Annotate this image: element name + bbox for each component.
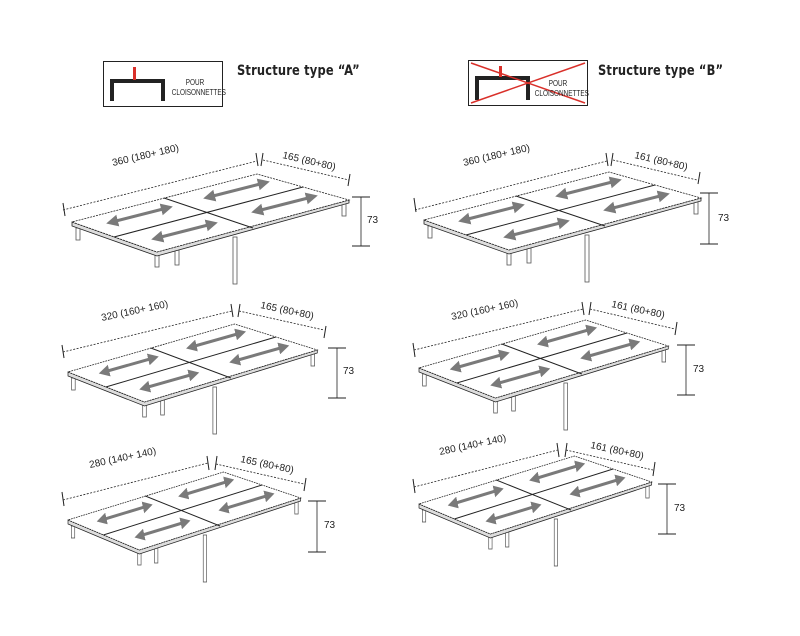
legend-a-caption: POUR CLOISONNETTES [171,78,226,98]
depth-label: 161 (80+80) [633,150,688,173]
length-label: 320 (160+ 160) [100,299,169,324]
height-label: 73 [343,366,355,377]
desk-config-a-360: 360 (180+ 180) 165 (80+80) 73 [62,143,379,284]
length-label: 280 (140+ 140) [88,446,157,471]
length-label: 360 (180+ 180) [462,143,531,169]
desk-with-partition-icon [110,67,165,101]
desk-config-a-320: 320 (160+ 160) 165 (80+80) 73 [61,299,355,434]
length-label: 360 (180+ 180) [111,143,180,169]
legend-icon-structure-a: POUR CLOISONNETTES [103,61,226,107]
length-label: 280 (140+ 140) [438,433,507,458]
legend-b-line2: CLOISONNETTES [534,89,589,98]
structure-b-title: Structure type “B” [598,63,724,79]
depth-label: 165 (80+80) [259,300,314,322]
depth-label: 165 (80+80) [281,150,336,173]
structure-a-title: Structure type “A” [237,63,360,79]
legend-a-line1: POUR [185,78,205,87]
height-label: 73 [674,503,686,514]
desk-config-b-320: 320 (160+ 160) 161 (80+80) 73 [412,298,705,430]
legend-a-line2: CLOISONNETTES [171,88,226,97]
desk-config-b-360: 360 (180+ 180) 161 (80+80) 73 [413,143,730,282]
height-label: 73 [718,213,730,224]
depth-label: 161 (80+80) [610,299,665,321]
height-label: 73 [324,520,336,531]
length-label: 320 (160+ 160) [450,298,519,323]
legend-icon-structure-b: POUR CLOISONNETTES [468,60,589,106]
height-label: 73 [693,364,705,375]
depth-label: 161 (80+80) [589,440,644,462]
desk-config-a-280: 280 (140+ 140) 165 (80+80) 73 [61,446,336,582]
height-label: 73 [367,215,379,226]
depth-label: 165 (80+80) [239,454,294,476]
legend-b-line1: POUR [548,79,568,88]
desk-no-partition-crossed-icon [470,62,586,104]
legend-b-caption: POUR CLOISONNETTES [534,79,589,99]
desk-config-b-280: 280 (140+ 140) 161 (80+80) 73 [412,433,686,566]
